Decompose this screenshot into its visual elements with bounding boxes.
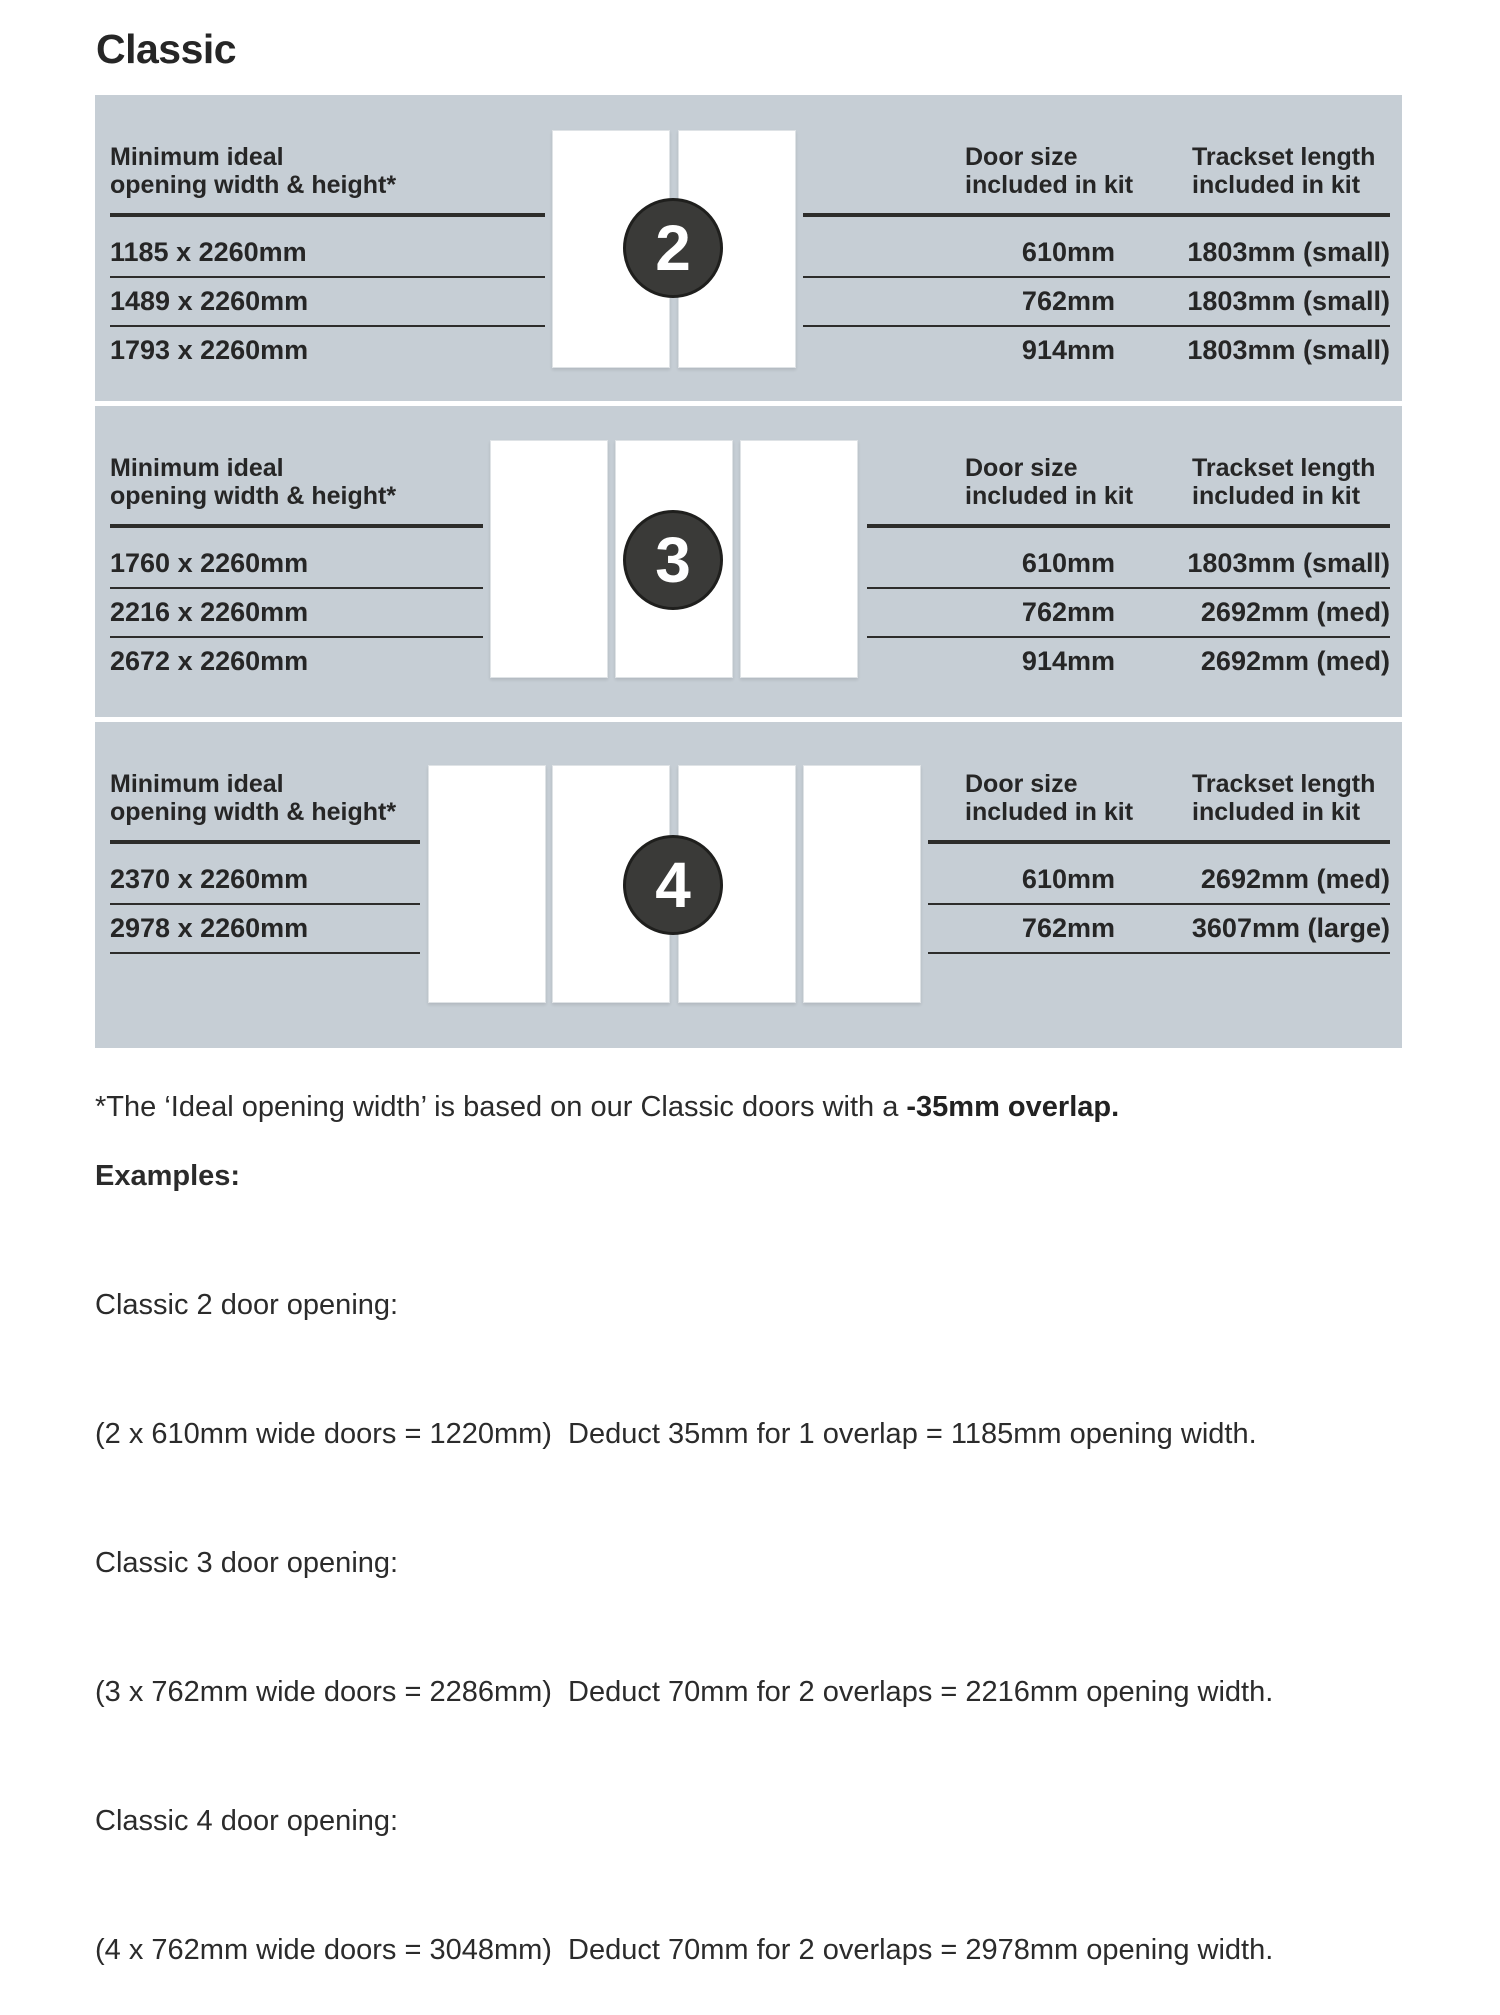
spec-section-2-door: Minimum ideal opening width & height* 11… (95, 95, 1402, 401)
door-size-value: 610mm (1021, 864, 1115, 894)
door-panel (740, 440, 858, 678)
size-guide-panel: Minimum ideal opening width & height* 11… (95, 95, 1402, 1048)
trackset-length-value: 1803mm (small) (1187, 548, 1390, 578)
trackset-length-value: 2692mm (med) (1200, 864, 1390, 894)
door-count-badge: 4 (623, 835, 723, 935)
opening-header-line1: Minimum ideal (110, 454, 284, 482)
door-size-value: 914mm (1021, 335, 1115, 365)
door-count-badge: 2 (623, 198, 723, 298)
door-count-badge: 3 (623, 510, 723, 610)
opening-size-value: 2978 x 2260mm (110, 905, 420, 954)
opening-size-value: 2672 x 2260mm (110, 646, 309, 676)
page-title: Classic (96, 26, 237, 72)
door-size-header-line1: Door size (965, 454, 1078, 482)
door-size-value: 762mm (1021, 913, 1115, 943)
example-detail: (2 x 610mm wide doors = 1220mm) Deduct 3… (95, 1418, 1257, 1450)
door-size-header-line1: Door size (965, 770, 1078, 798)
example-detail: (4 x 762mm wide doors = 3048mm) Deduct 7… (95, 1934, 1274, 1966)
door-size-value: 914mm (1021, 646, 1115, 676)
opening-size-column: Minimum ideal opening width & height* 17… (110, 454, 483, 685)
kit-columns: Door size included in kit Trackset lengt… (928, 770, 1390, 954)
kit-columns-header: Door size included in kit Trackset lengt… (867, 454, 1390, 528)
kit-columns: Door size included in kit Trackset lengt… (867, 454, 1390, 685)
trackset-length-value: 2692mm (med) (1200, 597, 1390, 627)
examples-list: Classic 2 door opening: (2 x 610mm wide … (95, 1198, 1273, 2015)
example-label: Classic 4 door opening: (95, 1805, 399, 1837)
opening-column-header: Minimum ideal opening width & height* (110, 770, 420, 844)
footnote-text: *The ‘Ideal opening width’ is based on o… (95, 1091, 907, 1123)
trackset-length-header: Trackset length included in kit (1192, 143, 1375, 199)
door-size-header: Door size included in kit (965, 770, 1133, 826)
kit-row: 914mm 2692mm (med) (867, 638, 1390, 685)
opening-header-line1: Minimum ideal (110, 143, 284, 171)
kit-row: 914mm 1803mm (small) (803, 327, 1390, 374)
trackset-length-value: 1803mm (small) (1187, 286, 1390, 316)
opening-size-value: 2216 x 2260mm (110, 589, 483, 638)
kit-row: 610mm 2692mm (med) (928, 856, 1390, 905)
opening-size-value: 1793 x 2260mm (110, 335, 309, 365)
opening-size-value: 1489 x 2260mm (110, 278, 545, 327)
opening-header-line1: Minimum ideal (110, 770, 284, 798)
opening-size-value: 1185 x 2260mm (110, 229, 545, 278)
trackset-length-header: Trackset length included in kit (1192, 454, 1375, 510)
trackset-header-line1: Trackset length (1192, 770, 1376, 798)
kit-row: 610mm 1803mm (small) (867, 540, 1390, 589)
door-size-header-line2: included in kit (965, 798, 1134, 826)
door-size-value: 610mm (1021, 237, 1115, 267)
opening-rows: 2370 x 2260mm 2978 x 2260mm (110, 844, 420, 954)
opening-rows: 1185 x 2260mm 1489 x 2260mm 1793 x 2260m… (110, 217, 545, 374)
spec-section-3-door: Minimum ideal opening width & height* 17… (95, 406, 1402, 717)
example-detail: (3 x 762mm wide doors = 2286mm) Deduct 7… (95, 1676, 1274, 1708)
opening-header-line2: opening width & height* (110, 171, 397, 199)
kit-rows: 610mm 2692mm (med) 762mm 3607mm (large) (928, 844, 1390, 954)
trackset-header-line2: included in kit (1192, 798, 1361, 826)
door-panel (803, 765, 921, 1003)
example-label: Classic 2 door opening: (95, 1289, 399, 1321)
footnote-bold: -35mm overlap. (906, 1091, 1120, 1123)
trackset-length-value: 2692mm (med) (1200, 646, 1390, 676)
door-size-header: Door size included in kit (965, 143, 1133, 199)
opening-column-header: Minimum ideal opening width & height* (110, 143, 545, 217)
trackset-header-line1: Trackset length (1192, 143, 1376, 171)
kit-columns-header: Door size included in kit Trackset lengt… (928, 770, 1390, 844)
kit-columns: Door size included in kit Trackset lengt… (803, 143, 1390, 374)
door-size-header-line2: included in kit (965, 482, 1134, 510)
opening-header-line2: opening width & height* (110, 482, 397, 510)
kit-rows: 610mm 1803mm (small) 762mm 2692mm (med) … (867, 528, 1390, 685)
trackset-length-value: 1803mm (small) (1187, 237, 1390, 267)
examples-heading: Examples: (95, 1160, 241, 1192)
example-label: Classic 3 door opening: (95, 1547, 399, 1579)
opening-size-value: 2370 x 2260mm (110, 856, 420, 905)
door-size-value: 762mm (1021, 597, 1115, 627)
door-size-value: 762mm (1021, 286, 1115, 316)
kit-row: 762mm 1803mm (small) (803, 278, 1390, 327)
opening-size-value: 1760 x 2260mm (110, 540, 483, 589)
kit-row: 762mm 2692mm (med) (867, 589, 1390, 638)
opening-size-column: Minimum ideal opening width & height* 23… (110, 770, 420, 954)
kit-rows: 610mm 1803mm (small) 762mm 1803mm (small… (803, 217, 1390, 374)
door-size-header-line2: included in kit (965, 171, 1134, 199)
kit-row: 762mm 3607mm (large) (928, 905, 1390, 954)
door-size-header-line1: Door size (965, 143, 1078, 171)
trackset-header-line2: included in kit (1192, 171, 1361, 199)
door-panel (428, 765, 546, 1003)
trackset-header-line1: Trackset length (1192, 454, 1376, 482)
spec-section-4-door: Minimum ideal opening width & height* 23… (95, 722, 1402, 1048)
kit-columns-header: Door size included in kit Trackset lengt… (803, 143, 1390, 217)
trackset-length-value: 3607mm (large) (1191, 913, 1390, 943)
trackset-header-line2: included in kit (1192, 482, 1361, 510)
trackset-length-value: 1803mm (small) (1187, 335, 1390, 365)
trackset-length-header: Trackset length included in kit (1192, 770, 1375, 826)
kit-row: 610mm 1803mm (small) (803, 229, 1390, 278)
opening-header-line2: opening width & height* (110, 798, 397, 826)
door-panel (490, 440, 608, 678)
door-size-value: 610mm (1021, 548, 1115, 578)
door-size-header: Door size included in kit (965, 454, 1133, 510)
footnote: *The ‘Ideal opening width’ is based on o… (95, 1090, 1119, 1124)
opening-size-column: Minimum ideal opening width & height* 11… (110, 143, 545, 374)
opening-rows: 1760 x 2260mm 2216 x 2260mm 2672 x 2260m… (110, 528, 483, 685)
opening-column-header: Minimum ideal opening width & height* (110, 454, 483, 528)
